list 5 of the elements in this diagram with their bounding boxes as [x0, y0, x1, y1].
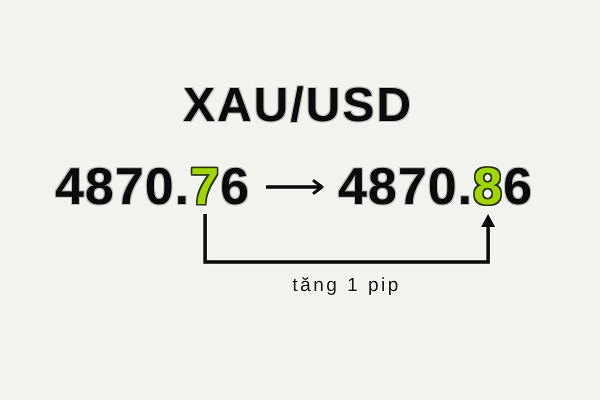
- price-value: 4870.86: [338, 161, 533, 213]
- title: XAU/USD: [182, 82, 414, 130]
- bracket-arrow: [203, 214, 496, 264]
- price-value: 4870.76: [55, 161, 250, 213]
- arrow: [266, 180, 324, 194]
